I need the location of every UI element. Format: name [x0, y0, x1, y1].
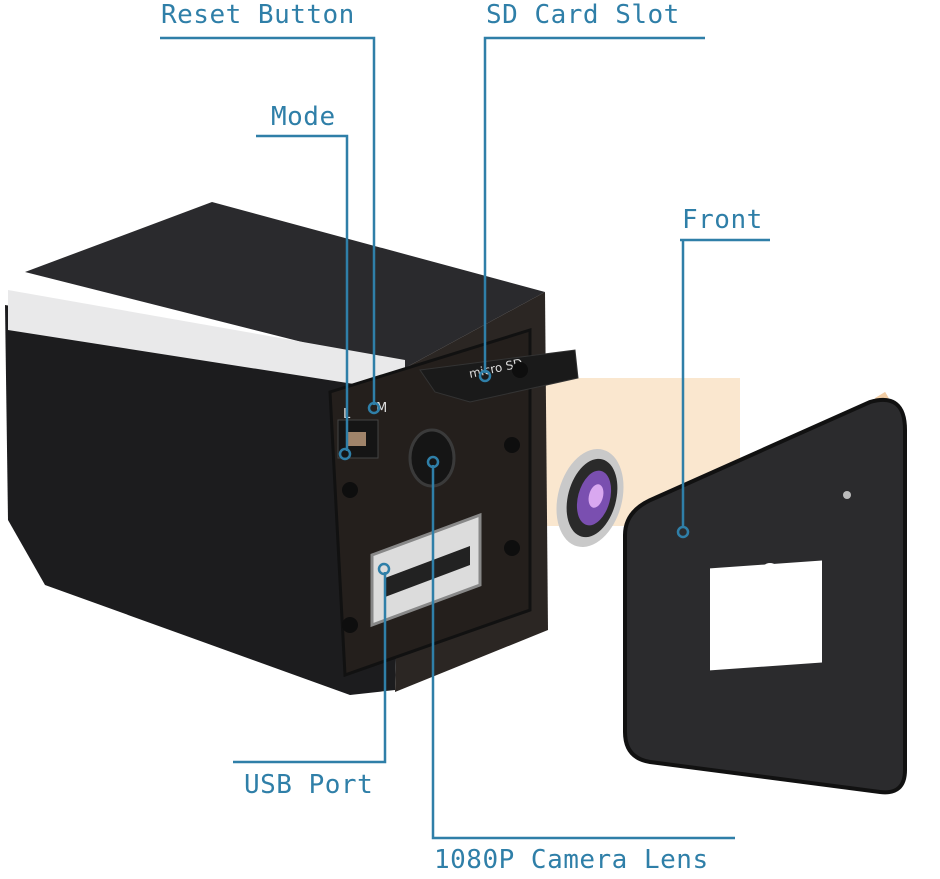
label-reset-button: Reset Button	[161, 0, 355, 30]
label-usb-port: USB Port	[244, 770, 374, 800]
leader-lines	[160, 36, 770, 840]
label-camera-lens: 1080P Camera Lens	[434, 845, 709, 875]
label-sd-card-slot: SD Card Slot	[486, 0, 680, 30]
label-front: Front	[682, 205, 763, 235]
camera-lens	[556, 448, 624, 548]
label-mode: Mode	[271, 102, 336, 132]
mode-m-marking: M	[376, 401, 387, 416]
front-cover	[623, 397, 907, 795]
camera-charger-body: micro SD L M	[5, 202, 579, 695]
